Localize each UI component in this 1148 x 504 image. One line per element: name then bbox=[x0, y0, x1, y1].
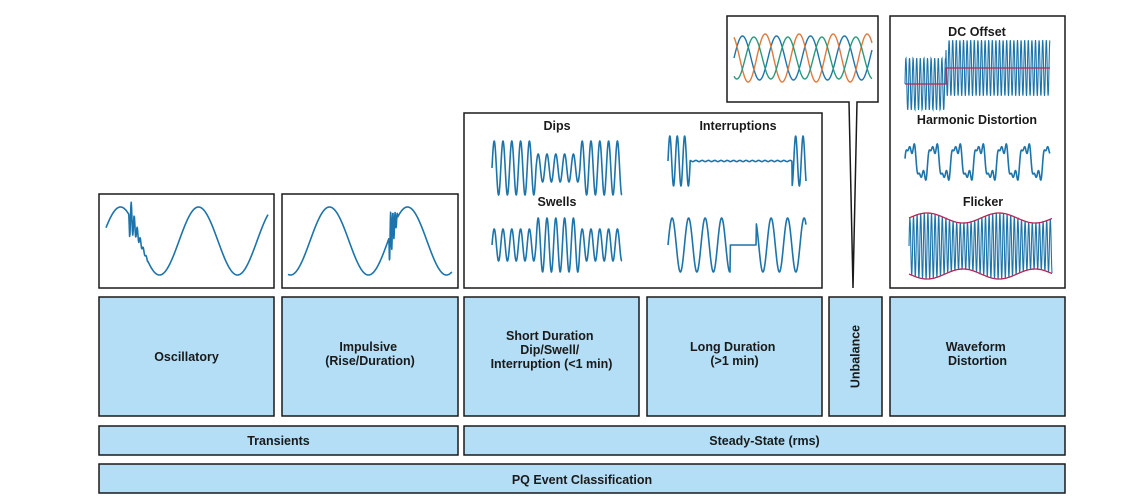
unbalance-category-box bbox=[828, 296, 883, 417]
pq-event-classification-bar bbox=[98, 463, 1066, 494]
short-duration-category-box bbox=[463, 296, 640, 417]
impulsive-category-box bbox=[281, 296, 459, 417]
interruptions-waveform bbox=[667, 135, 807, 187]
transients-label: Transients bbox=[247, 434, 310, 448]
impulsive-transient-waveform bbox=[287, 206, 453, 276]
short-duration-label: Short Duration Dip/Swell/ Interruption (… bbox=[491, 329, 613, 371]
oscillatory-category-box bbox=[98, 296, 275, 417]
long-duration-category-box bbox=[646, 296, 823, 417]
swells-label: Swells bbox=[538, 195, 577, 209]
steady-state-group-bar bbox=[463, 425, 1066, 456]
flicker-waveform bbox=[908, 213, 1053, 279]
unbalance-phase-b-waveform bbox=[733, 33, 873, 83]
flicker-upper-envelope bbox=[908, 212, 1053, 224]
interruptions-label: Interruptions bbox=[699, 119, 776, 133]
short-duration-waveform-frame bbox=[463, 112, 823, 289]
unbalance-phase-c-waveform bbox=[733, 36, 873, 80]
harmonic-distortion-label: Harmonic Distortion bbox=[917, 113, 1037, 127]
dips-label: Dips bbox=[543, 119, 570, 133]
oscillatory-transient-waveform bbox=[105, 201, 269, 276]
unbalance-phase-a-waveform bbox=[733, 35, 873, 81]
pq-event-classification-label: PQ Event Classification bbox=[512, 473, 652, 487]
dc-offset-label: DC Offset bbox=[948, 25, 1006, 39]
waveform-distortion-category-box bbox=[889, 296, 1066, 417]
impulsive-waveform-frame bbox=[281, 193, 459, 289]
transients-group-bar bbox=[98, 425, 459, 456]
oscillatory-waveform-frame bbox=[98, 193, 275, 289]
oscillatory-label: Oscillatory bbox=[154, 350, 219, 364]
harmonic-distortion-waveform bbox=[904, 143, 1051, 181]
long-interruption-waveform bbox=[667, 217, 807, 273]
dc-offset-reference-line bbox=[905, 67, 1050, 85]
waveform-distortion-label: Waveform Distortion bbox=[946, 340, 1009, 368]
flicker-label: Flicker bbox=[963, 195, 1003, 209]
unbalance-label: Unbalance bbox=[849, 325, 863, 388]
unbalance-callout-frame bbox=[726, 15, 879, 289]
dips-waveform bbox=[491, 140, 623, 196]
swells-waveform bbox=[491, 217, 623, 273]
long-duration-label: Long Duration (>1 min) bbox=[690, 340, 779, 368]
impulsive-label: Impulsive (Rise/Duration) bbox=[325, 340, 415, 368]
steady-state-label: Steady-State (rms) bbox=[709, 434, 819, 448]
flicker-lower-envelope bbox=[908, 268, 1053, 280]
dc-offset-waveform bbox=[904, 39, 1051, 112]
